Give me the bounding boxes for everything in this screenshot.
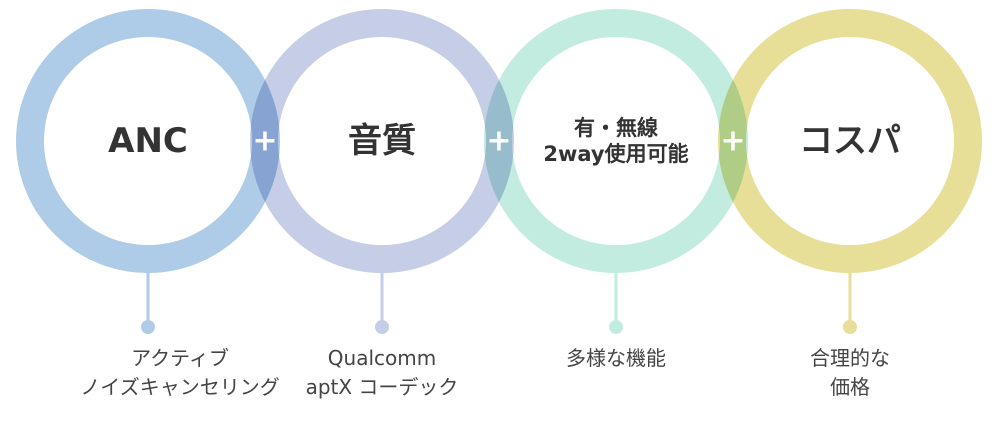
desc-line: Qualcomm	[327, 346, 437, 370]
connector-dot	[843, 320, 857, 334]
feature-desc-cospa: 合理的な価格	[720, 344, 980, 402]
desc-line: aptX コーデック	[305, 375, 459, 399]
title-line: コスパ	[799, 120, 901, 161]
desc-line: 価格	[830, 375, 870, 399]
feature-desc-2way: 多様な機能	[486, 344, 746, 373]
feature-title-cospa: コスパ	[750, 120, 950, 163]
title-line: 有・無線	[574, 115, 658, 140]
desc-line: ノイズキャンセリング	[80, 375, 280, 399]
desc-line: アクティブ	[131, 346, 229, 370]
plus-icon: +	[252, 123, 278, 159]
plus-icon: +	[486, 123, 512, 159]
desc-line: 合理的な	[810, 346, 890, 370]
feature-title-sound: 音質	[282, 120, 482, 163]
connector-dot	[141, 320, 155, 334]
title-line: 音質	[348, 120, 416, 161]
feature-desc-sound: Qualcomm aptX コーデック	[252, 344, 512, 402]
connector-dot	[375, 320, 389, 334]
title-line: 2way使用可能	[543, 142, 689, 166]
plus-icon: +	[720, 123, 746, 159]
title-line: ANC	[108, 120, 188, 161]
connector-dot	[609, 320, 623, 334]
feature-desc-anc: アクティブノイズキャンセリング	[50, 344, 310, 402]
feature-title-anc: ANC	[48, 120, 248, 163]
feature-ring	[718, 9, 982, 273]
desc-line: 多様な機能	[566, 346, 666, 370]
